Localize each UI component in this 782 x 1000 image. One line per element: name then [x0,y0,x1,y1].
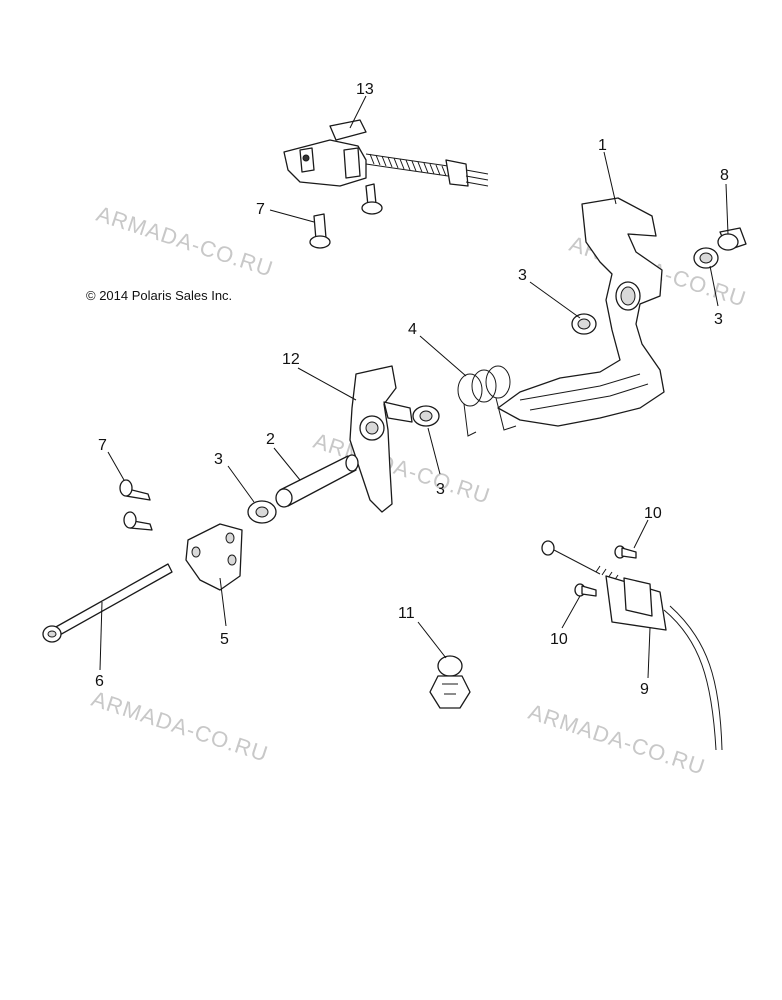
leader-lines [99,95,729,679]
callout-3-left: 3 [214,451,223,468]
part-12-lever [349,365,413,513]
callout-5: 5 [220,631,229,648]
callout-3-right: 3 [714,311,723,328]
callout-2: 2 [266,431,275,448]
part-3-bushing-right [693,247,719,269]
callout-8: 8 [720,167,729,184]
callout-3-center: 3 [436,481,445,498]
part-7-bolt-upper-2 [309,213,331,249]
callout-1: 1 [598,137,607,154]
callout-13: 13 [356,81,374,98]
part-6-long-bolt [42,563,173,643]
callout-numbers: 13 7 1 8 3 3 4 12 3 2 3 7 5 6 11 10 10 9 [95,81,729,698]
part-9-cable-assembly [541,540,723,751]
part-2-tube [275,454,359,508]
callout-6: 6 [95,673,104,690]
part-10-pin-upper [614,545,637,559]
part-3-bushing-left [247,500,277,524]
part-13-switch-assembly [283,119,489,187]
part-11-clip [429,655,471,709]
callout-10-lower: 10 [550,631,568,648]
copyright-text: © 2014 Polaris Sales Inc. [86,288,232,303]
part-7-bolt-left-2 [123,511,153,531]
callout-4: 4 [408,321,417,338]
part-8-nut [717,227,747,251]
callout-7-upper: 7 [256,201,265,218]
part-7-bolt-left-1 [119,479,151,501]
part-4-spring [457,365,517,437]
part-10-pin-lower [574,583,597,597]
part-3-bushing-mid [571,313,597,335]
callout-3-mid: 3 [518,267,527,284]
callout-7-left: 7 [98,437,107,454]
watermark-5: ARMADA-CO.RU [525,699,708,780]
watermark-1: ARMADA-CO.RU [93,201,276,282]
callout-11: 11 [398,605,415,622]
part-5-bracket [185,523,243,591]
callout-10-upper: 10 [644,505,662,522]
part-1-pedal [497,197,665,427]
part-3-bushing-center [412,405,440,427]
callout-12: 12 [282,351,300,368]
callout-9: 9 [640,681,649,698]
watermark-4: ARMADA-CO.RU [88,686,271,767]
part-7-bolt-upper [361,183,383,215]
